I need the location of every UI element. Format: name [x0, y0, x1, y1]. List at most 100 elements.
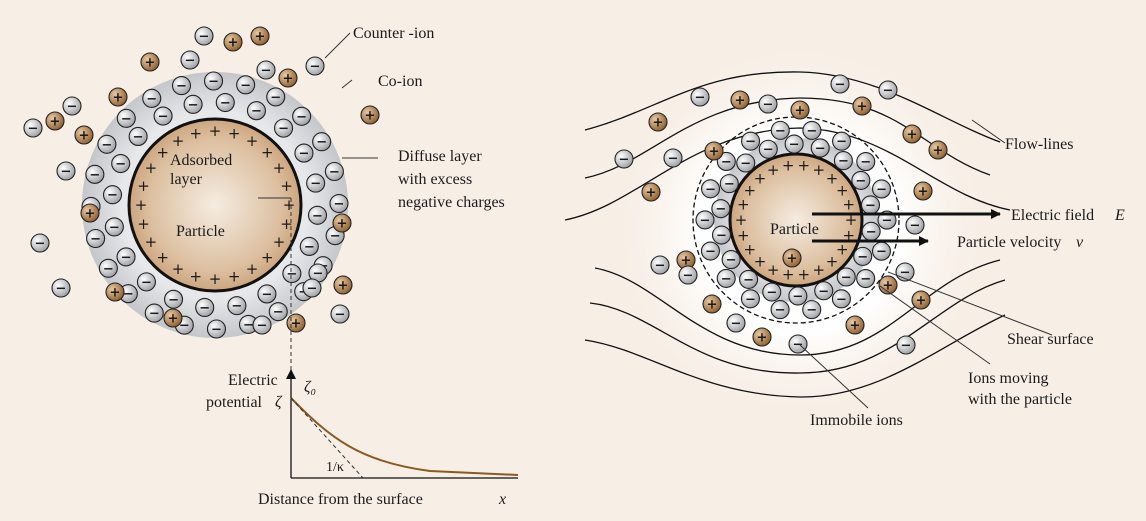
plus-sign-icon: + [273, 233, 286, 251]
minus-sign: − [304, 240, 315, 255]
minus-sign: − [763, 98, 774, 113]
plus-sign: + [50, 115, 61, 130]
plus-sign-icon: + [137, 177, 150, 195]
counter-ion: − [24, 119, 42, 137]
co-ion: + [642, 183, 660, 201]
minus-sign: − [882, 214, 893, 229]
plus-sign: + [283, 72, 294, 87]
minus-sign: − [700, 213, 711, 228]
minus-sign: − [307, 282, 318, 297]
adsorbed-label-2: layer [170, 171, 203, 188]
plus-sign: + [795, 104, 806, 119]
plus-sign: + [337, 217, 348, 232]
graph-xlabel: Distance from the surface [258, 491, 423, 508]
plus-sign-icon: + [156, 248, 169, 266]
minus-sign: − [721, 272, 732, 287]
plus-sign-icon: + [190, 125, 203, 143]
counter-ion: − [789, 287, 807, 305]
counter-ion: − [664, 149, 682, 167]
counter-ion: − [897, 336, 915, 354]
counter-ion: − [303, 279, 321, 297]
minus-sign: − [836, 135, 847, 150]
minus-sign: − [158, 110, 169, 125]
minus-sign: − [211, 322, 222, 337]
co-ion: + [649, 113, 667, 131]
ions-moving-label-2: with the particle [968, 391, 1072, 408]
counter-ion: − [759, 95, 777, 113]
counter-ion: − [207, 320, 225, 338]
minus-sign: − [121, 112, 132, 127]
minus-sign: − [185, 54, 196, 69]
minus-sign: − [273, 305, 284, 320]
counter-ion: − [253, 316, 271, 334]
ions-moving-label-1: Ions moving [968, 370, 1048, 387]
counter-ion: − [854, 247, 872, 265]
plus-sign: + [709, 145, 720, 160]
co-ion: + [333, 214, 351, 232]
counter-ion: − [257, 61, 275, 79]
minus-sign: − [176, 79, 187, 94]
minus-sign: − [89, 168, 100, 183]
minus-sign: − [141, 275, 152, 290]
counter-ion: − [293, 107, 311, 125]
minus-sign: − [231, 299, 242, 314]
counter-ion: − [727, 314, 745, 332]
right-panel: ++++++++++++++++++++++ −−−−−−−−−−−−−−−−−… [565, 40, 1125, 429]
plus-sign-icon: + [261, 248, 274, 266]
plus-sign-icon: + [782, 265, 795, 283]
minus-sign: − [793, 338, 804, 353]
co-ion: + [929, 141, 947, 159]
counter-ion: − [785, 135, 803, 153]
counter-ion: − [57, 162, 75, 180]
plus-sign: + [145, 56, 156, 71]
counter-ion: − [651, 256, 669, 274]
counter-ion: − [789, 335, 807, 353]
minus-sign: − [329, 165, 340, 180]
minus-sign: − [715, 202, 726, 217]
plus-sign-icon: + [813, 261, 826, 279]
counter-ion: − [313, 133, 331, 151]
co-ion: + [109, 88, 127, 106]
co-ion: + [705, 142, 723, 160]
plus-sign-icon: + [782, 157, 795, 175]
plus-sign: + [707, 298, 718, 313]
plus-sign: + [933, 144, 944, 159]
counter-ion: − [811, 139, 829, 157]
plus-sign: + [255, 30, 266, 45]
counter-ion: − [803, 121, 821, 139]
plus-sign: + [735, 94, 746, 109]
counter-ion: − [873, 180, 891, 198]
plus-sign-icon: + [246, 260, 259, 278]
co-ion: + [251, 27, 269, 45]
flow-lines-leader [972, 120, 1005, 143]
counter-ion: − [165, 290, 183, 308]
counter-ion: − [307, 174, 325, 192]
plus-sign-icon: + [737, 226, 750, 244]
minus-sign: − [860, 155, 871, 170]
counter-ion: − [713, 226, 731, 244]
counter-ion: − [137, 273, 155, 291]
plus-sign: + [168, 312, 179, 327]
minus-sign: − [740, 156, 751, 171]
minus-sign: − [721, 155, 732, 170]
minus-sign: − [240, 78, 251, 93]
plus-sign-icon: + [172, 260, 185, 278]
counter-ion: − [701, 242, 719, 260]
counter-ion: − [763, 283, 781, 301]
minus-sign: − [901, 339, 912, 354]
minus-sign: − [199, 30, 210, 45]
co-ion: + [753, 328, 771, 346]
counter-ion: − [98, 135, 116, 153]
counter-ion: − [861, 196, 879, 214]
electric-field-symbol: E [1114, 207, 1125, 224]
minus-sign: − [168, 293, 179, 308]
counter-ion: − [129, 127, 147, 145]
right-particle-label: Particle [770, 221, 819, 238]
co-ion: + [783, 249, 801, 267]
plus-sign: + [79, 129, 90, 144]
minus-sign: − [56, 282, 67, 297]
co-ion: + [903, 125, 921, 143]
counter-ion: − [702, 180, 720, 198]
counter-ion: − [833, 132, 851, 150]
counter-ion: − [712, 200, 730, 218]
